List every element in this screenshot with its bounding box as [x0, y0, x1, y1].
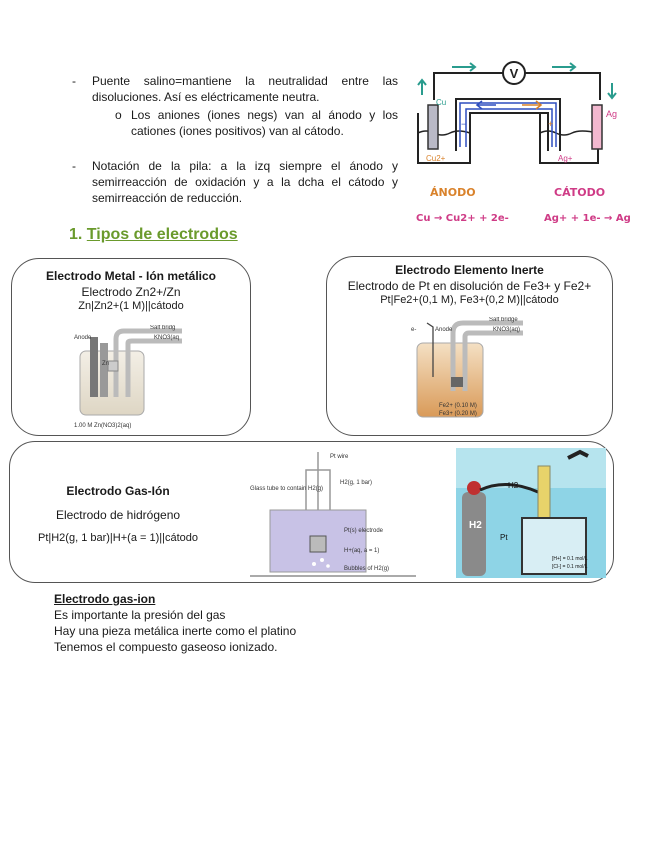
anode-reaction: Cu → Cu2+ + 2e-	[416, 213, 509, 224]
section-title-text: Tipos de electrodos	[87, 226, 238, 243]
zn-anode-label: Anode	[74, 335, 92, 341]
sub-bullet-ions-text: Los aniones (iones negs) van al ánodo y …	[131, 108, 398, 138]
h2-tube-label: Glass tube to contain H2(g)	[250, 486, 323, 492]
card-metal-line1: Electrodo Zn2+/Zn	[12, 285, 250, 299]
bullet-cell-notation-text: Notación de la pila: a la izq siempre el…	[92, 159, 398, 205]
ion-cu-label: Cu2+	[426, 154, 446, 163]
photo-pt-label: Pt	[500, 533, 508, 542]
card-inert-title: Electrodo Elemento Inerte	[327, 263, 612, 277]
cathode-reaction: Ag+ + 1e- → Ag	[544, 213, 631, 224]
notes-block: Electrodo gas-ion Es importante la presi…	[54, 591, 296, 655]
pt-anode-label: Anode	[435, 327, 453, 333]
card-gas-line2: Pt|H2(g, 1 bar)|H+(a = 1)||cátodo	[20, 532, 216, 544]
hydrogen-electrode-photo: H2 Pt H2 [H+] = 0.1 mol/L [Cl-] = 0.1 mo…	[456, 448, 606, 578]
svg-text:Cu: Cu	[436, 98, 446, 107]
card-gas-title: Electrodo Gas-Ión	[28, 484, 208, 498]
card-gas-ion: Electrodo Gas-Ión Electrodo de hidrógeno…	[9, 441, 614, 583]
zn-kno3-label: KNO3(aq	[154, 335, 179, 341]
photo-h2-label: H2	[508, 481, 519, 490]
voltmeter-label: V	[510, 66, 519, 81]
h2-ptwire-label: Pt wire	[330, 454, 349, 460]
card-inert-line1: Electrodo de Pt en disolución de Fe3+ y …	[327, 279, 612, 293]
pt-fe3-label: Fe3+ (0.20 M)	[439, 411, 477, 417]
pt-electron-label: e-	[411, 327, 416, 333]
ion-ag-label: Ag+	[558, 154, 573, 163]
section-title: 1. Tipos de electrodos	[69, 226, 238, 244]
galvanic-cell-sketch: V − + Cu Ag Cu2+ Ag+ ÁNODO CÁTODO Cu → C…	[412, 55, 634, 231]
notes-heading: Electrodo gas-ion	[54, 591, 296, 607]
zn-electrode-figure: Anode Zn Salt bridg KNO3(aq 1.00 M Zn(NO…	[72, 325, 192, 433]
pt-salt-bridge-label: Salt bridge	[489, 317, 518, 323]
pt-electrode-figure: e- Anode Salt bridge KNO3(aq) Fe2+ (0.10…	[409, 317, 529, 429]
cathode-label: CÁTODO	[554, 186, 605, 199]
notes-line-1: Es importante la presión del gas	[54, 607, 296, 623]
bullet-cell-notation: - Notación de la pila: a la izq siempre …	[92, 158, 398, 206]
pt-kno3-label: KNO3(aq)	[493, 327, 520, 333]
zn-solution-label: 1.00 M Zn(NO3)2(aq)	[74, 423, 131, 429]
card-metal-title: Electrodo Metal - Ión metálico	[12, 269, 250, 283]
hydrogen-electrode-figure: Pt wire Glass tube to contain H2(g) H2(g…	[248, 450, 418, 582]
electrode-ag-label: Ag	[606, 109, 617, 119]
bullet-salt-bridge-text: Puente salino=mantiene la neutralidad en…	[92, 74, 398, 104]
svg-text:−: −	[461, 119, 466, 129]
bullet-salt-bridge: - Puente salino=mantiene la neutralidad …	[92, 73, 398, 105]
notes-line-3: Tenemos el compuesto gaseoso ionizado.	[54, 639, 296, 655]
pt-fe2-label: Fe2+ (0.10 M)	[439, 403, 477, 409]
anode-label: ÁNODO	[430, 186, 476, 199]
photo-conc1-label: [H+] = 0.1 mol/L	[552, 556, 588, 562]
card-metal-line2: Zn|Zn2+(1 M)||cátodo	[12, 300, 250, 312]
card-inert-electrode: Electrodo Elemento Inerte Electrodo de P…	[326, 256, 613, 436]
h2-hplus-label: H+(aq, a = 1)	[344, 548, 379, 554]
sub-bullet-ions: o Los aniones (iones negs) van al ánodo …	[131, 107, 398, 139]
section-number: 1.	[69, 226, 82, 243]
notes-line-2: Hay una pieza metálica inerte como el pl…	[54, 623, 296, 639]
photo-h2-tank-label: H2	[469, 520, 482, 531]
h2-gas-label: H2(g, 1 bar)	[340, 480, 372, 486]
zn-metal-label: Zn	[102, 361, 109, 367]
h2-bubbles-label: Bubbles of H2(g)	[344, 566, 389, 572]
card-metal-ion: Electrodo Metal - Ión metálico Electrodo…	[11, 258, 251, 436]
card-inert-line2: Pt|Fe2+(0,1 M), Fe3+(0,2 M)||cátodo	[327, 294, 612, 306]
svg-text:+: +	[548, 119, 553, 129]
zn-salt-bridge-label: Salt bridg	[150, 325, 175, 331]
h2-pt-electrode-label: Pt(s) electrode	[344, 528, 384, 534]
photo-conc2-label: [Cl-] = 0.1 mol/L	[552, 564, 588, 570]
card-gas-line1: Electrodo de hidrógeno	[28, 508, 208, 522]
